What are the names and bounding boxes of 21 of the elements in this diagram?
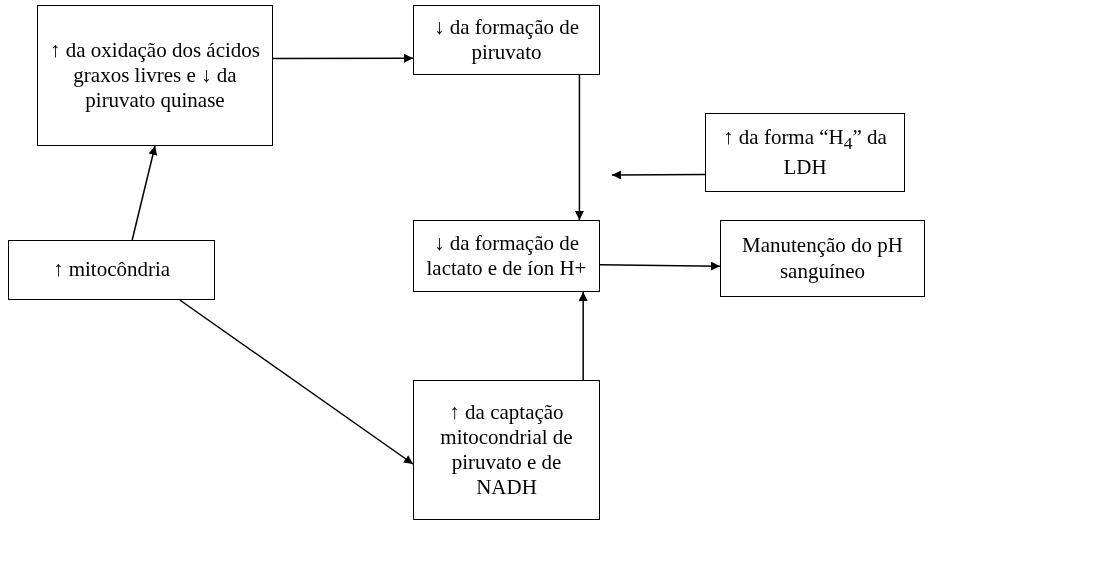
arrow	[611, 170, 706, 180]
process-box	[37, 5, 273, 146]
box-text: ↓ da formação de piruvato	[432, 14, 581, 66]
arrow	[272, 53, 414, 63]
arrow	[131, 145, 158, 241]
box-text: ↓ da formação de lactato e de íon H+	[425, 230, 588, 282]
box-text: ↑ da captação mitocondrial de piruvato e de NADH	[439, 399, 574, 501]
box-text: ↑ da forma “H$_{4}$” da LDH	[722, 125, 888, 180]
box-text: ↑ da oxidação dos ácidos graxos livres e ↓ da piruvato quinase	[49, 37, 261, 114]
box-text: ↑ mitocôndria	[52, 257, 171, 283]
arrow	[578, 291, 588, 381]
process-box	[413, 380, 600, 520]
arrow	[574, 74, 584, 221]
box-text: Manutenção do pH sanguíneo	[741, 233, 904, 284]
arrow	[179, 299, 414, 465]
process-box	[413, 5, 600, 75]
arrow	[599, 261, 721, 271]
process-box	[413, 220, 600, 292]
process-box	[705, 113, 905, 192]
process-box	[720, 220, 925, 297]
process-box	[8, 240, 215, 300]
